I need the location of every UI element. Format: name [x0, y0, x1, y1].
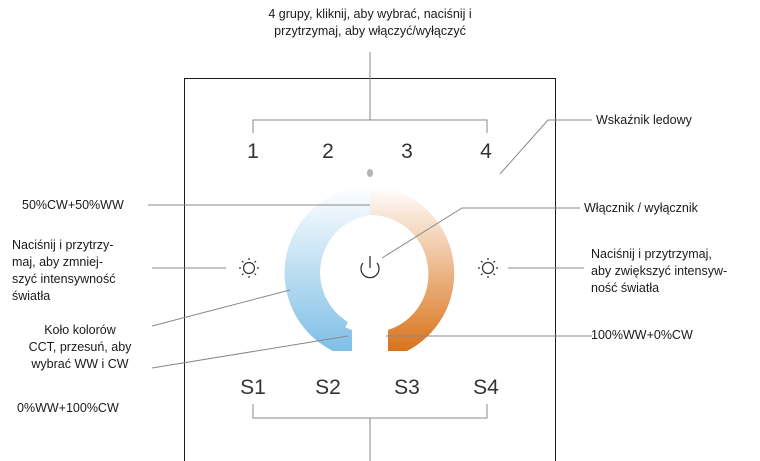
scene-s4[interactable]: S4 — [473, 376, 499, 399]
touch-panel — [184, 78, 556, 461]
decrease-label: Naciśnij i przytrzy- maj, aby zmniej- sz… — [12, 238, 116, 303]
cool-end-label: 0%WW+100%CW — [17, 401, 119, 415]
scene-s2[interactable]: S2 — [315, 376, 341, 399]
top-callout: 4 grupy, kliknij, aby wybrać, naciśnij i… — [268, 7, 472, 38]
increase-label: Naciśnij i przytrzymaj, aby zwiększyć in… — [591, 247, 728, 295]
scene-s3[interactable]: S3 — [394, 376, 420, 399]
group-4[interactable]: 4 — [480, 140, 492, 163]
mix-top-label: 50%CW+50%WW — [22, 198, 124, 212]
led-indicator-label: Wskaźnik ledowy — [596, 113, 692, 127]
wheel-label: Koło kolorów CCT, przesuń, aby wybrać WW… — [28, 323, 132, 371]
warm-end-label: 100%WW+0%CW — [591, 328, 693, 342]
scene-s1[interactable]: S1 — [240, 376, 266, 399]
group-2[interactable]: 2 — [322, 140, 334, 163]
power-label: Włącznik / wyłącznik — [584, 201, 698, 215]
group-1[interactable]: 1 — [247, 140, 259, 163]
group-3[interactable]: 3 — [401, 140, 413, 163]
